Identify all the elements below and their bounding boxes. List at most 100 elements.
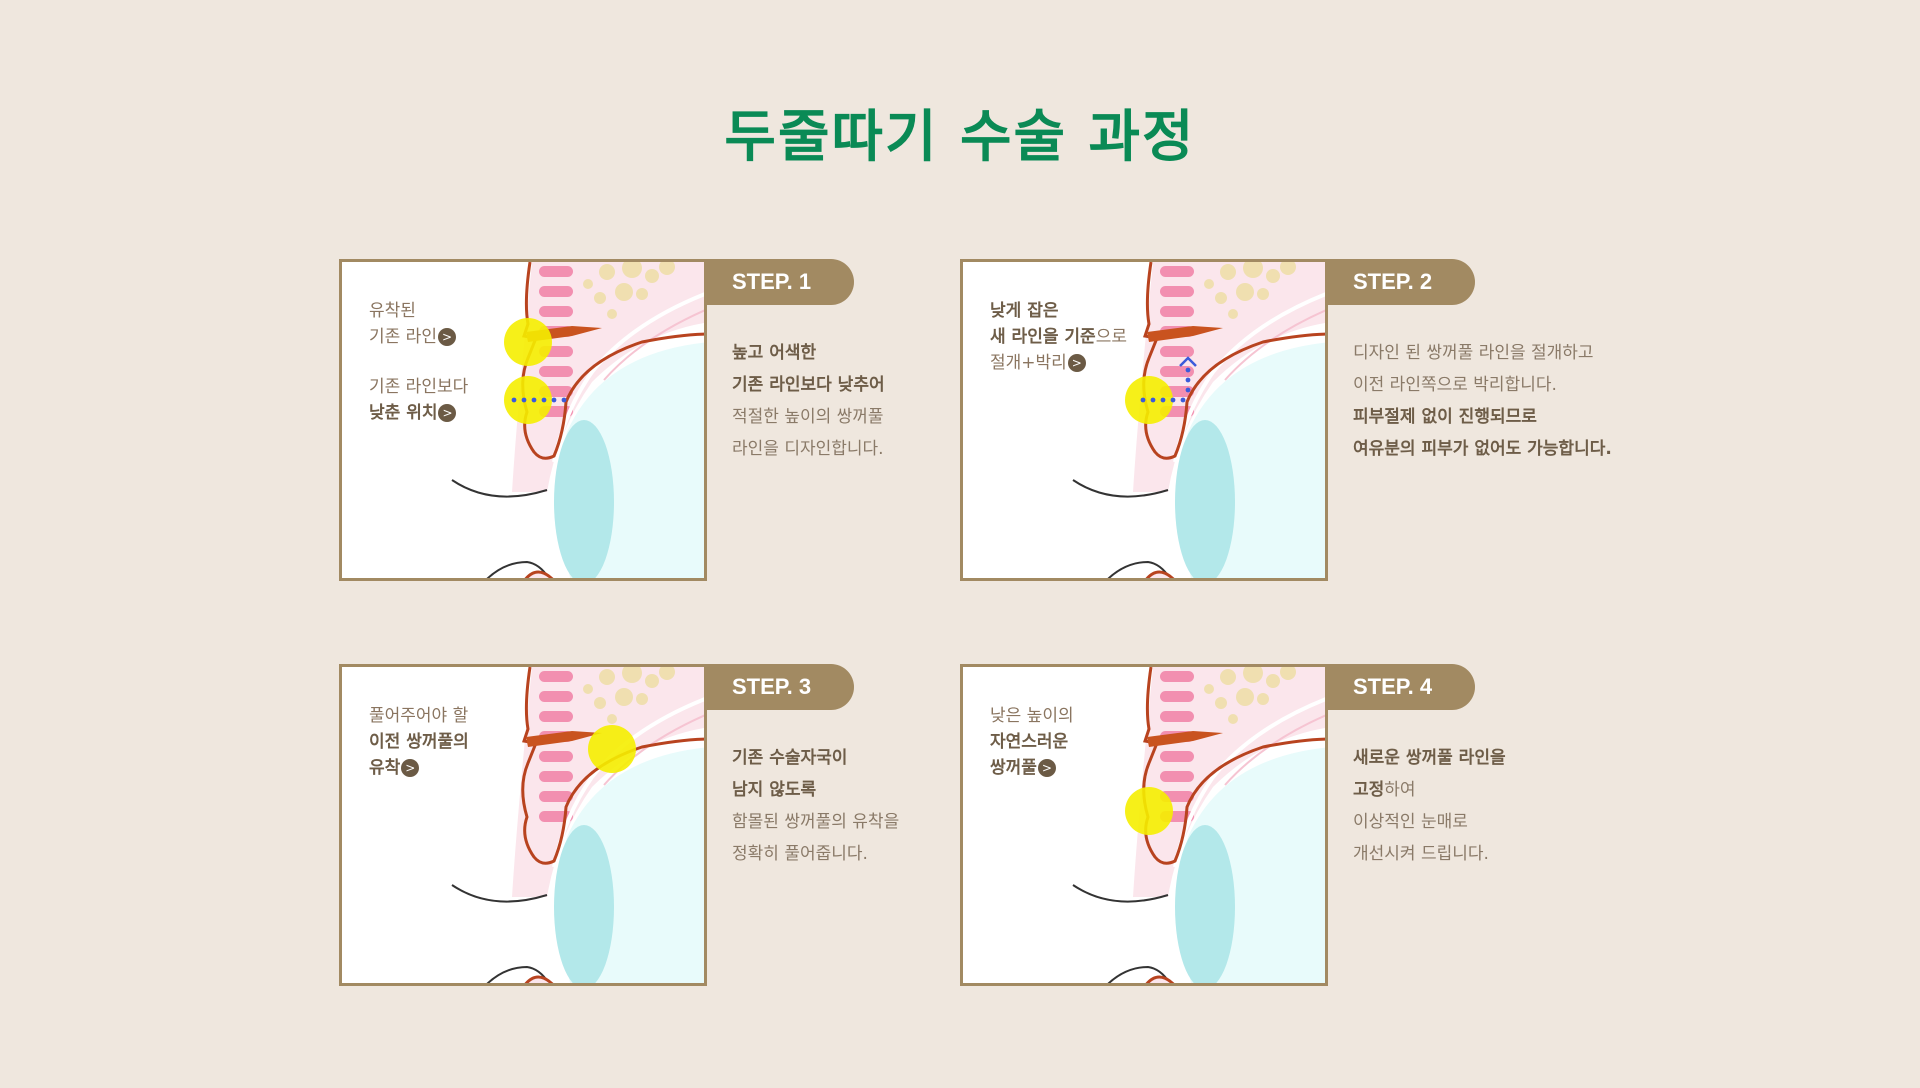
description-text: 적절한 높이의 쌍꺼풀 [732, 407, 884, 427]
fold-wedge [526, 731, 602, 747]
step-badge: STEP. 1 [706, 259, 854, 305]
page-title: 두줄따기 수술 과정 [724, 105, 1196, 170]
guide-arrow-icon [1179, 356, 1197, 367]
guide-dot [1140, 397, 1146, 403]
step-badge: STEP. 3 [706, 664, 854, 710]
fat-globule [1257, 693, 1269, 705]
fat-globule [594, 697, 606, 709]
guide-dot [1185, 377, 1191, 383]
arrow-circle-icon: > [401, 759, 420, 777]
fat-globule [583, 279, 593, 289]
note-text: 유착된 [369, 301, 416, 321]
description-text: 높고 어색한 [732, 343, 817, 363]
note-line: 낮춘 위치> [369, 400, 468, 426]
fat-globule [1243, 262, 1263, 278]
muscle-stripe [539, 266, 573, 277]
fat-globule [607, 309, 617, 319]
description-line: 높고 어색한 [732, 337, 885, 369]
description-line: 기존 수술자국이 [732, 742, 899, 774]
note-text: 자연스러운 [990, 732, 1069, 752]
cornea [554, 825, 614, 983]
note-text: 기존 라인보다 [369, 377, 469, 397]
description-text: 기존 라인보다 낮추어 [732, 375, 885, 395]
note-text: 풀어주어야 할 [369, 706, 469, 726]
fat-globule [645, 674, 659, 688]
note-text: 절개+박리 [990, 353, 1067, 373]
note-line: 자연스러운 [990, 729, 1074, 755]
guide-dot [1170, 397, 1176, 403]
description-line: 함몰된 쌍꺼풀의 유착을 [732, 806, 899, 838]
fat-globule [1280, 667, 1296, 680]
lower-lid [1145, 975, 1175, 983]
description-line: 이상적인 눈매로 [1353, 806, 1506, 838]
eyelid-diagram [451, 667, 704, 983]
note-line: 풀어주어야 할 [369, 703, 469, 729]
fat-globule [659, 262, 675, 275]
fat-globule [615, 283, 633, 301]
cornea [1175, 420, 1235, 578]
fat-globule [1228, 309, 1238, 319]
skin-outline [1142, 262, 1325, 460]
guide-dot [521, 397, 527, 403]
highlight-marker [1125, 787, 1173, 835]
description-text: 새로운 쌍꺼풀 라인을 [1353, 748, 1506, 768]
guide-dot [1160, 397, 1166, 403]
eyelid-diagram [1072, 667, 1325, 983]
muscle-stripe [539, 711, 573, 722]
guide-dot [511, 397, 517, 403]
lower-lid [524, 570, 554, 578]
eyelid-diagram [451, 262, 704, 578]
fat-globule [583, 684, 593, 694]
highlight-marker [588, 725, 636, 773]
fat-globule [1204, 684, 1214, 694]
fat-globule [622, 262, 642, 278]
fat-globule [1220, 264, 1236, 280]
arrow-circle-icon: > [1037, 759, 1056, 777]
fat-globule [1266, 674, 1280, 688]
note-line: 유착> [369, 755, 469, 781]
fat-globule [1220, 669, 1236, 685]
muscle-stripe [539, 791, 573, 802]
description-text: 피부절제 없이 진행되므로 [1353, 407, 1537, 427]
muscle-stripe [1160, 751, 1194, 762]
guide-dot [561, 397, 567, 403]
fat-globule [1280, 262, 1296, 275]
muscle-stripe [539, 671, 573, 682]
description-text: 기존 수술자국이 [732, 748, 848, 768]
muscle-stripe [539, 691, 573, 702]
note-text: 쌍꺼풀 [990, 758, 1037, 778]
note-text: 유착 [369, 758, 401, 778]
fat-globule [622, 667, 642, 683]
description-text: 개선시켜 드립니다. [1353, 844, 1489, 864]
description-line: 여유분의 피부가 없어도 가능합니다. [1353, 433, 1612, 465]
step-badge: STEP. 2 [1327, 259, 1475, 305]
note-text: 낮게 잡은 [990, 301, 1059, 321]
description-text: 정확히 풀어줍니다. [732, 844, 868, 864]
note-text: 낮은 높이의 [990, 706, 1074, 726]
highlight-marker [1125, 376, 1173, 424]
fat-globule [1215, 697, 1227, 709]
fat-globule [615, 688, 633, 706]
fat-globule [594, 292, 606, 304]
muscle-stripe [1160, 771, 1194, 782]
guide-dot [1180, 397, 1186, 403]
description-text: 고정 [1353, 780, 1385, 800]
lower-lid [524, 975, 554, 983]
eyelash [1072, 884, 1169, 903]
highlight-marker [504, 376, 552, 424]
note-text: 이전 쌍꺼풀의 [369, 732, 469, 752]
description-text: 디자인 된 쌍꺼풀 라인을 절개하고 [1353, 343, 1594, 363]
description-line: 개선시켜 드립니다. [1353, 838, 1506, 870]
fold-wedge [1147, 326, 1223, 342]
description-text: 이전 라인쪽으로 박리합니다. [1353, 375, 1557, 395]
fat-globule [636, 288, 648, 300]
description-line: 기존 라인보다 낮추어 [732, 369, 885, 401]
note-text: 낮춘 위치 [369, 403, 438, 423]
